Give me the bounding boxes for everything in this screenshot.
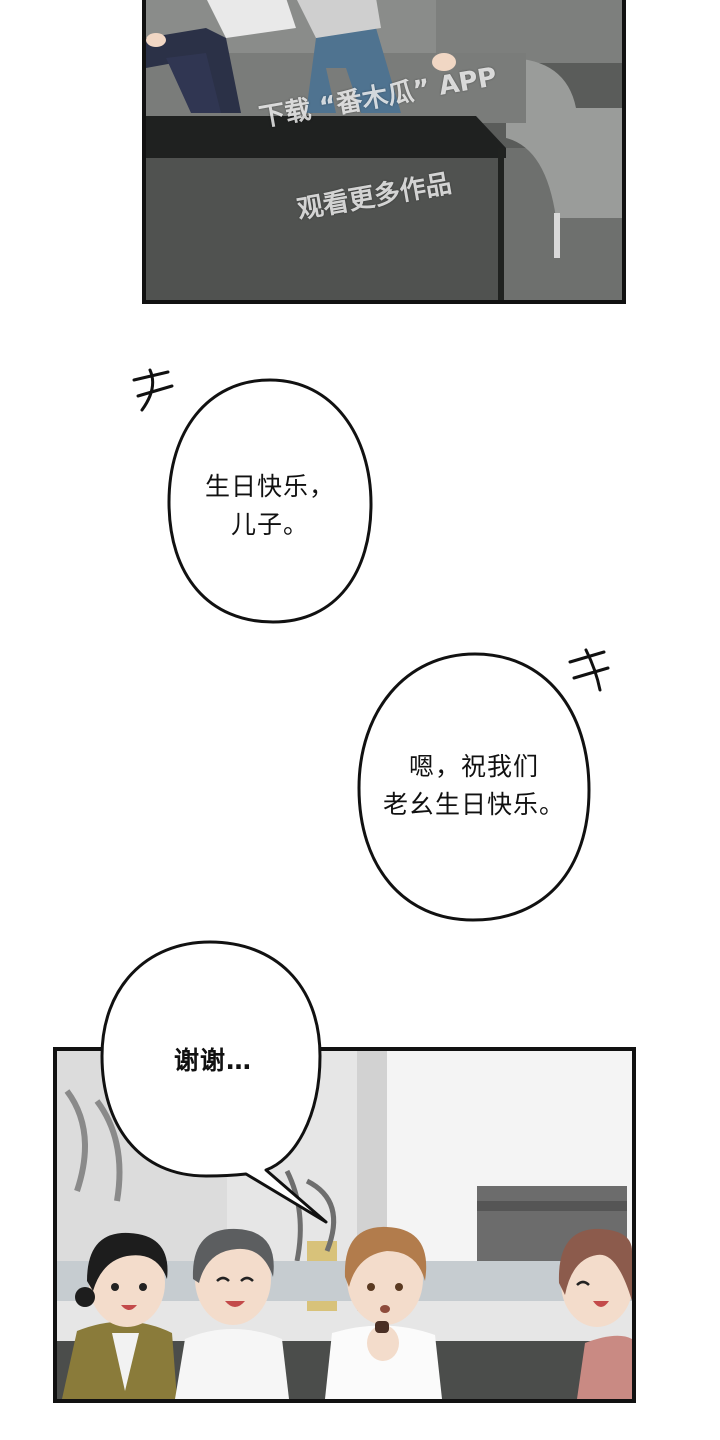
bubble-outline-with-tail [100,940,328,1224]
speech-bubble-2: 嗯，祝我们 老幺生日快乐。 [355,650,593,924]
sparkle-mark-2 [568,648,610,692]
speech-bubble-1: 生日快乐， 儿子。 [165,376,375,626]
bubble-outline [357,652,591,922]
comic-panel-living-room: 下载 “番木瓜” APP 观看更多作品 [142,0,626,304]
sparkle-mark-1 [132,368,174,412]
dialogue-text-3: 谢谢… [173,1046,252,1075]
dialogue-text-2: 嗯，祝我们 老幺生日快乐。 [382,752,565,819]
living-room-illustration [146,0,622,300]
speech-bubble-3: 谢谢… [98,938,328,1228]
dialogue-text-1: 生日快乐， 儿子。 [204,472,335,539]
bubble-outline [167,378,373,624]
